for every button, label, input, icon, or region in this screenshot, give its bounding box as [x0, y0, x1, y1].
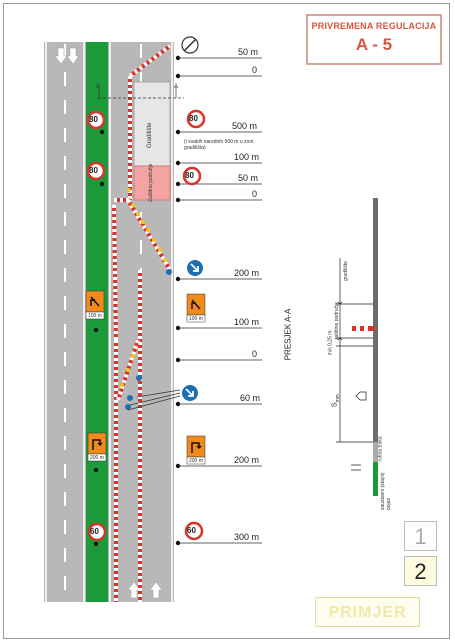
- distance-200m-top: 200 m: [234, 268, 260, 278]
- regulation-code: A - 5: [355, 35, 393, 54]
- orange-warning-panels: [85, 290, 206, 465]
- edge-lines: [45, 42, 173, 602]
- speed-limit-value-3: 80: [89, 166, 98, 175]
- distance-0-top: 0: [252, 65, 258, 75]
- distance-50m-mid: 50 m: [238, 173, 259, 183]
- distance-100m-mid: 100 m: [234, 317, 260, 327]
- distance-leaders: [127, 57, 262, 544]
- panel-distance-3: 200 m: [90, 455, 104, 461]
- site-label: Gradilište: [147, 122, 153, 148]
- distance-0-mid: 0: [252, 189, 258, 199]
- sheet-frame: [3, 3, 450, 639]
- sign-posts: [93, 55, 181, 547]
- section-site-label: gradilište: [343, 260, 350, 282]
- page-number-2[interactable]: 2: [404, 556, 437, 586]
- end-restriction-sign: [181, 36, 199, 54]
- work-site-area: [133, 81, 171, 167]
- example-stamp: PRIMJER: [315, 597, 420, 627]
- warning-lights: [120, 188, 167, 387]
- panel-distance-1: 100 m: [88, 313, 102, 319]
- title-block: PRIVREMENA REGULACIJA A - 5: [306, 14, 442, 65]
- section-min-clearance: min 0,25 m: [327, 330, 334, 356]
- section-edge-label: rubna traka: [377, 436, 384, 462]
- speed-limit-value-5: 60: [90, 527, 99, 536]
- distance-50m-top: 50 m: [238, 47, 259, 57]
- distance-300m: 300 m: [234, 532, 260, 542]
- panel-distance-4: 200 m: [189, 458, 203, 464]
- section-shoulder-label: zaustavni (stajni) pojas: [380, 472, 392, 510]
- distance-0-low: 0: [252, 349, 258, 359]
- protection-label: Zaštitno područje: [148, 163, 154, 202]
- section-cut-line: [98, 86, 184, 99]
- section-protection-label: zaštitno područje: [333, 302, 340, 340]
- section-title: PRESJEK A-A: [283, 308, 293, 361]
- speed-limit-value-6: 60: [187, 526, 196, 535]
- speed-note: (i svakih narednih 500 m u zoni gradiliš…: [184, 139, 254, 151]
- blue-markers: [125, 269, 172, 410]
- keep-right-signs: [182, 260, 203, 401]
- direction-arrows: [54, 47, 163, 599]
- speed-limit-value-4: 80: [185, 171, 194, 180]
- distance-100m-top: 100 m: [234, 152, 260, 162]
- regulation-title: PRIVREMENA REGULACIJA: [311, 21, 437, 31]
- page-number-1[interactable]: 1: [404, 521, 437, 551]
- speed-limit-value-1: 80: [189, 114, 198, 123]
- speed-limit-value-2: 80: [89, 115, 98, 124]
- distance-500m: 500 m: [232, 121, 258, 131]
- barrier-tapers: [112, 44, 172, 602]
- distance-60m: 60 m: [240, 393, 261, 403]
- distance-200m-low: 200 m: [234, 455, 260, 465]
- protection-zone-area: [133, 165, 171, 201]
- panel-distance-2: 100 m: [189, 316, 203, 322]
- section-s-min: Smin: [331, 394, 342, 408]
- cross-section-diagram: [336, 198, 378, 496]
- section-mark-left: A: [96, 84, 101, 90]
- left-carriageway: [44, 42, 86, 602]
- section-mark-right: A: [174, 84, 179, 90]
- speed-limit-signs: [86, 109, 206, 542]
